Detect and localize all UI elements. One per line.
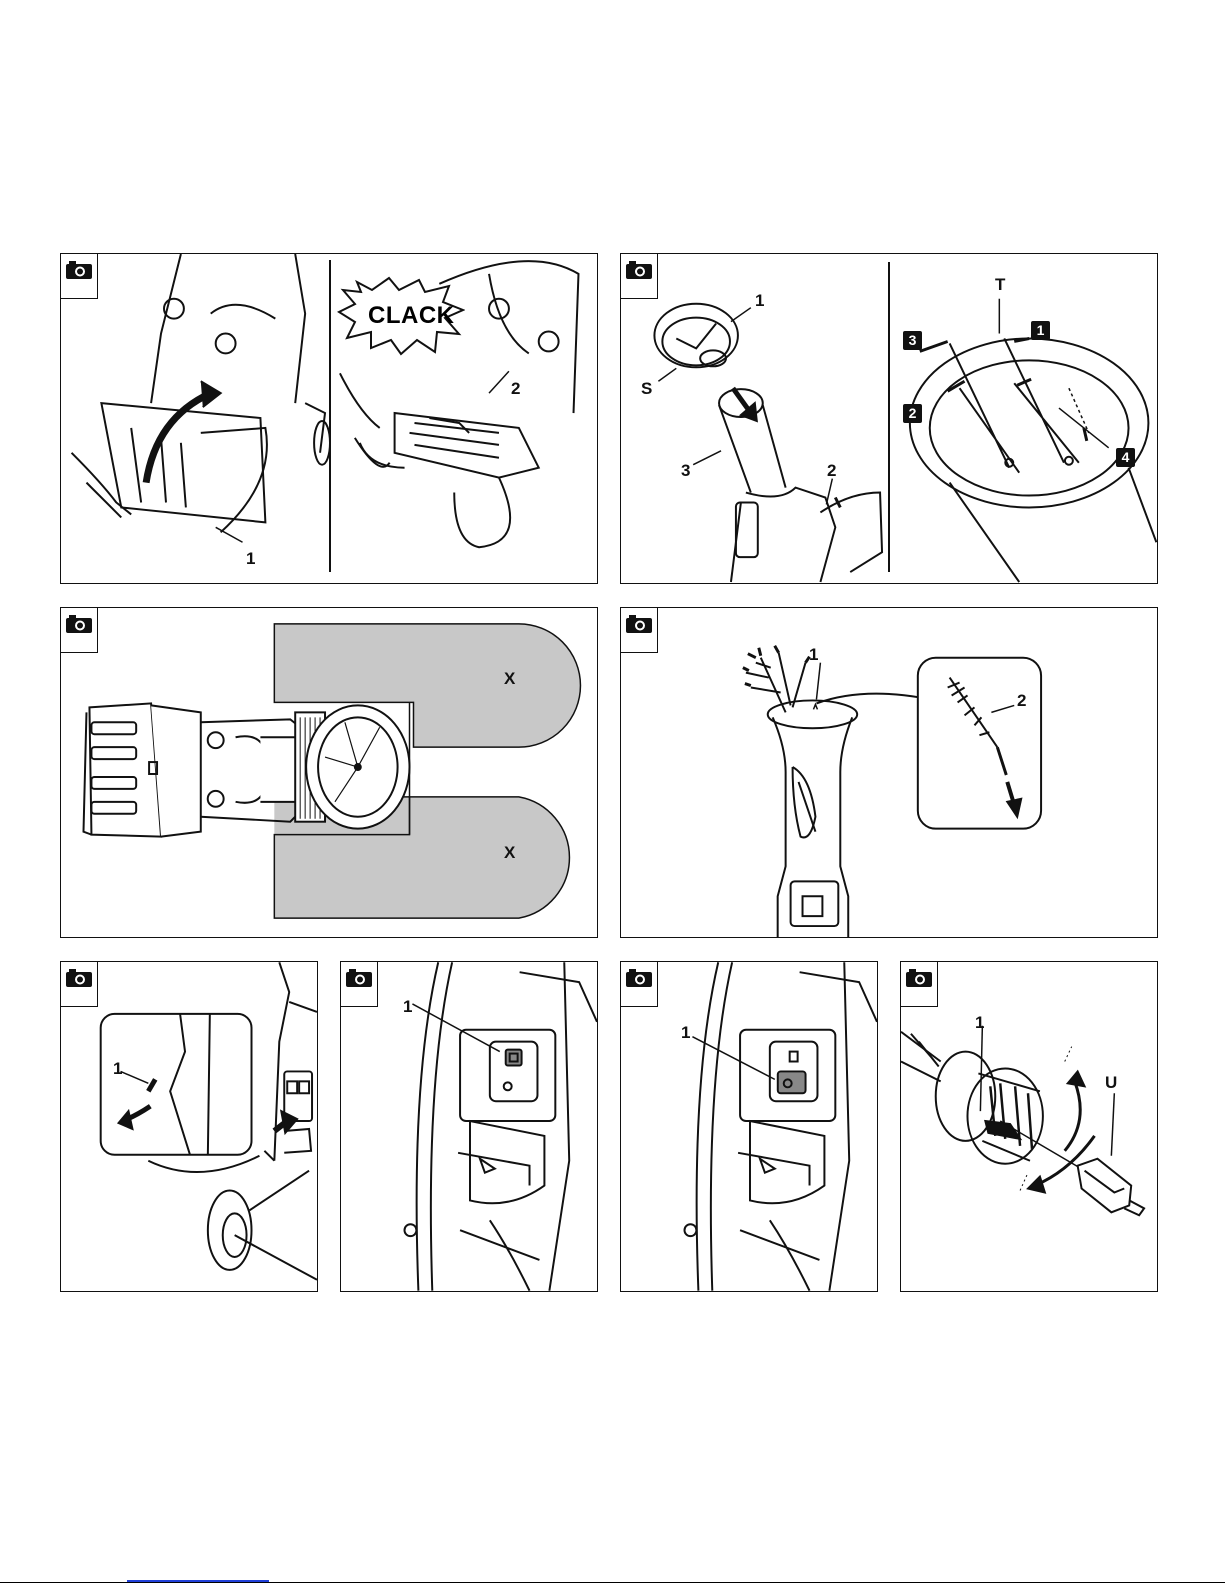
step-badge-2: 2 <box>903 404 922 423</box>
switch-on-illustration <box>341 962 597 1291</box>
clack-text: CLACK <box>368 302 455 330</box>
switch-off-illustration <box>621 962 877 1291</box>
camera-icon <box>341 962 378 1007</box>
camera-icon <box>901 962 938 1007</box>
callout-2: 2 <box>827 462 836 479</box>
callout-1: 1 <box>113 1060 122 1077</box>
footer-link-underline[interactable] <box>127 1580 269 1582</box>
callout-t: T <box>995 276 1005 293</box>
figure-panel-1: CLACK 1 2 <box>60 253 598 584</box>
camera-icon <box>61 608 98 653</box>
figure-panel-4: 1 2 <box>620 607 1158 938</box>
step-badge-1: 1 <box>1031 321 1050 340</box>
callout-2: 2 <box>1017 692 1026 709</box>
adjustment-illustration <box>901 962 1157 1291</box>
callout-1: 1 <box>755 292 764 309</box>
callout-s: S <box>641 380 652 397</box>
panel-divider <box>888 262 890 572</box>
figure-panel-6: 1 <box>340 961 598 1292</box>
camera-icon <box>621 608 658 653</box>
figure-panel-2: 1 S 3 2 T 1 3 2 4 <box>620 253 1158 584</box>
callout-1: 1 <box>246 550 255 567</box>
figure-panel-7: 1 <box>620 961 878 1292</box>
camera-icon <box>621 962 658 1007</box>
panel-divider <box>329 260 331 572</box>
zone-label-x-bottom: X <box>504 844 515 861</box>
camera-icon <box>61 254 98 299</box>
figure-panel-8: 1 U <box>900 961 1158 1292</box>
branch-feeding-illustration <box>621 608 1157 937</box>
callout-1: 1 <box>403 998 412 1015</box>
callout-1: 1 <box>809 646 818 663</box>
switch-cover-illustration <box>61 962 317 1291</box>
camera-icon <box>621 254 658 299</box>
figure-panel-3: X X <box>60 607 598 938</box>
callout-u: U <box>1105 1074 1117 1091</box>
camera-icon <box>61 962 98 1007</box>
callout-2: 2 <box>511 380 520 397</box>
callout-3: 3 <box>681 462 690 479</box>
danger-zone-illustration <box>61 608 597 937</box>
page-bottom-rule <box>0 1582 1225 1583</box>
callout-1: 1 <box>681 1024 690 1041</box>
step-badge-3: 3 <box>903 331 922 350</box>
zone-label-x-top: X <box>504 670 515 687</box>
figure-panel-5: 1 <box>60 961 318 1292</box>
step-badge-4: 4 <box>1116 448 1135 467</box>
callout-1: 1 <box>975 1014 984 1031</box>
